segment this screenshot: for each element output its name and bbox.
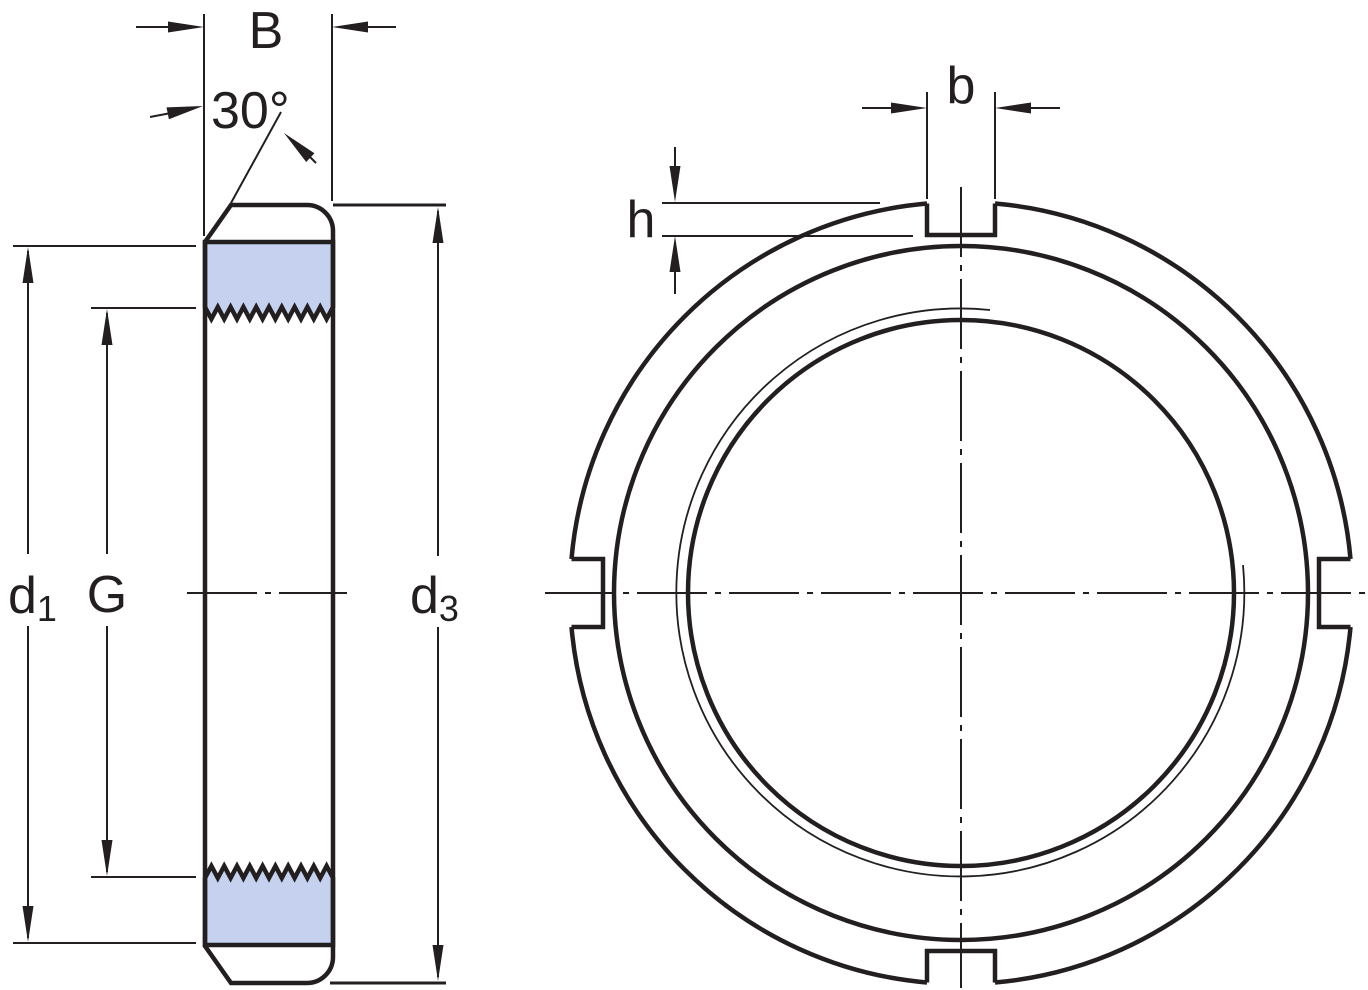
label-B: B bbox=[249, 2, 284, 60]
outer-circle-arc-sw bbox=[569, 626, 928, 985]
thread-circle bbox=[675, 307, 1246, 878]
dim-h: h bbox=[627, 147, 913, 294]
dim-G: G bbox=[87, 307, 196, 878]
dim-d3: d3 bbox=[330, 203, 459, 985]
label-d3: d3 bbox=[410, 567, 459, 629]
dim-chamfer-angle: 30° bbox=[149, 82, 317, 204]
thread-section-bottom bbox=[202, 861, 336, 948]
nut-outline bbox=[202, 202, 336, 986]
front-view-ring: b h bbox=[545, 57, 1366, 988]
outer-circle-arc-nw bbox=[569, 201, 928, 560]
thread-section-top bbox=[202, 239, 336, 324]
side-view-cross-section: B 30° d1 G bbox=[8, 2, 459, 986]
label-G: G bbox=[87, 566, 127, 624]
label-d1: d1 bbox=[8, 567, 57, 629]
label-b: b bbox=[947, 57, 976, 115]
dim-d1: d1 bbox=[8, 245, 196, 944]
dim-B: B bbox=[136, 2, 396, 236]
label-h: h bbox=[627, 191, 656, 249]
outer-circle-arc-ne bbox=[994, 201, 1353, 560]
label-chamfer-angle: 30° bbox=[211, 82, 290, 140]
dim-b: b bbox=[862, 57, 1060, 199]
outer-circle-arc-se bbox=[994, 626, 1353, 985]
